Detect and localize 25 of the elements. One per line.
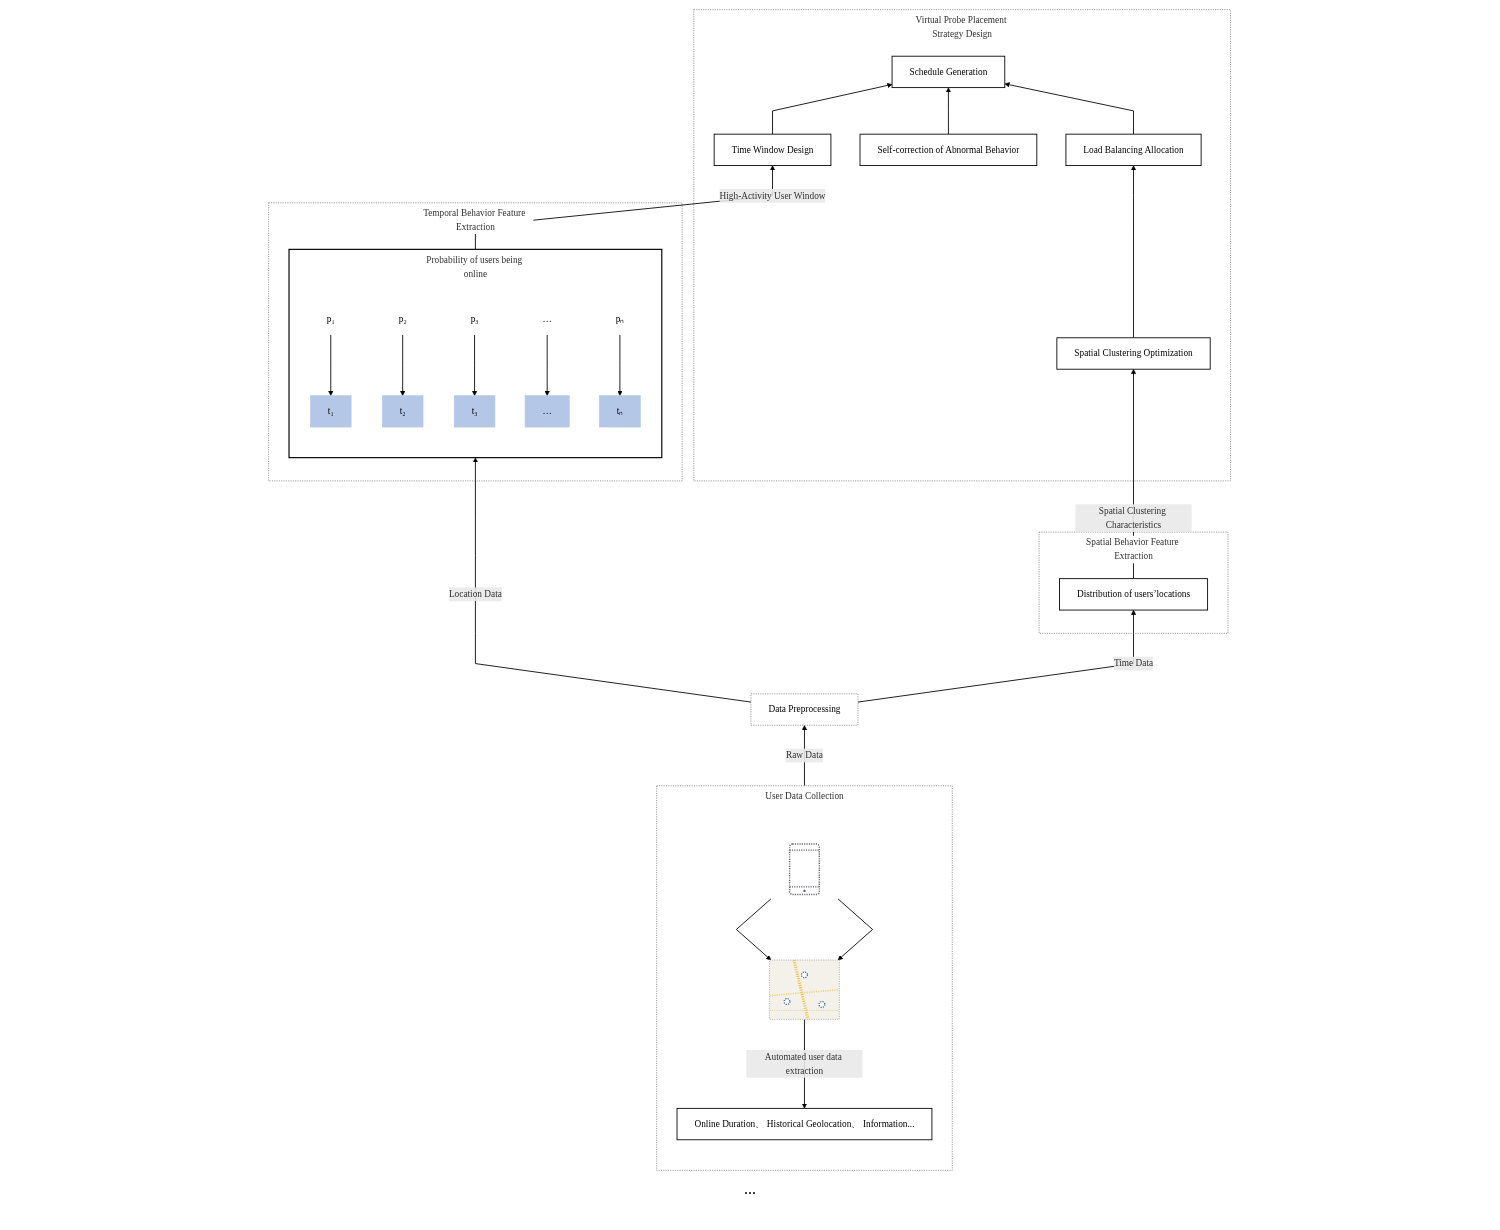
note-text: ... xyxy=(744,1180,756,1197)
edge-label: High-Activity User Window xyxy=(719,190,826,201)
edge-label: Location Data xyxy=(449,589,503,600)
node-text: p₂ xyxy=(399,313,408,324)
node-text: pₙ xyxy=(616,313,625,324)
node-box: t₃ xyxy=(454,395,496,428)
node-box: t₁ xyxy=(310,395,352,428)
node-box: … xyxy=(525,395,570,428)
node-box: Data Preprocessing xyxy=(751,693,859,726)
edge-label: Spatial Clustering Characteristics xyxy=(1099,505,1167,530)
node-box: Distribution of users’locations xyxy=(1059,578,1209,611)
edge-label: Raw Data xyxy=(786,750,824,761)
node-box: Spatial Clustering Optimization xyxy=(1056,337,1211,370)
node-box: Load Balancing Allocation xyxy=(1065,133,1202,166)
edge-label: Automated user data extraction xyxy=(765,1051,843,1076)
node-box: tₙ xyxy=(599,395,642,428)
node-box: Schedule Generation xyxy=(892,55,1006,89)
node-text: p₁ xyxy=(327,313,336,324)
node-box: Time Window Design xyxy=(714,133,832,166)
node-text: … xyxy=(542,313,553,324)
node-box: Self-correction of Abnormal Behavior xyxy=(859,133,1038,166)
node-box: t₂ xyxy=(382,395,424,428)
node-text: p₃ xyxy=(471,313,479,324)
node-box: Online Duration、 Historical Geolocation、 Information... xyxy=(676,1107,933,1141)
edge-label: Time Data xyxy=(1114,658,1154,669)
